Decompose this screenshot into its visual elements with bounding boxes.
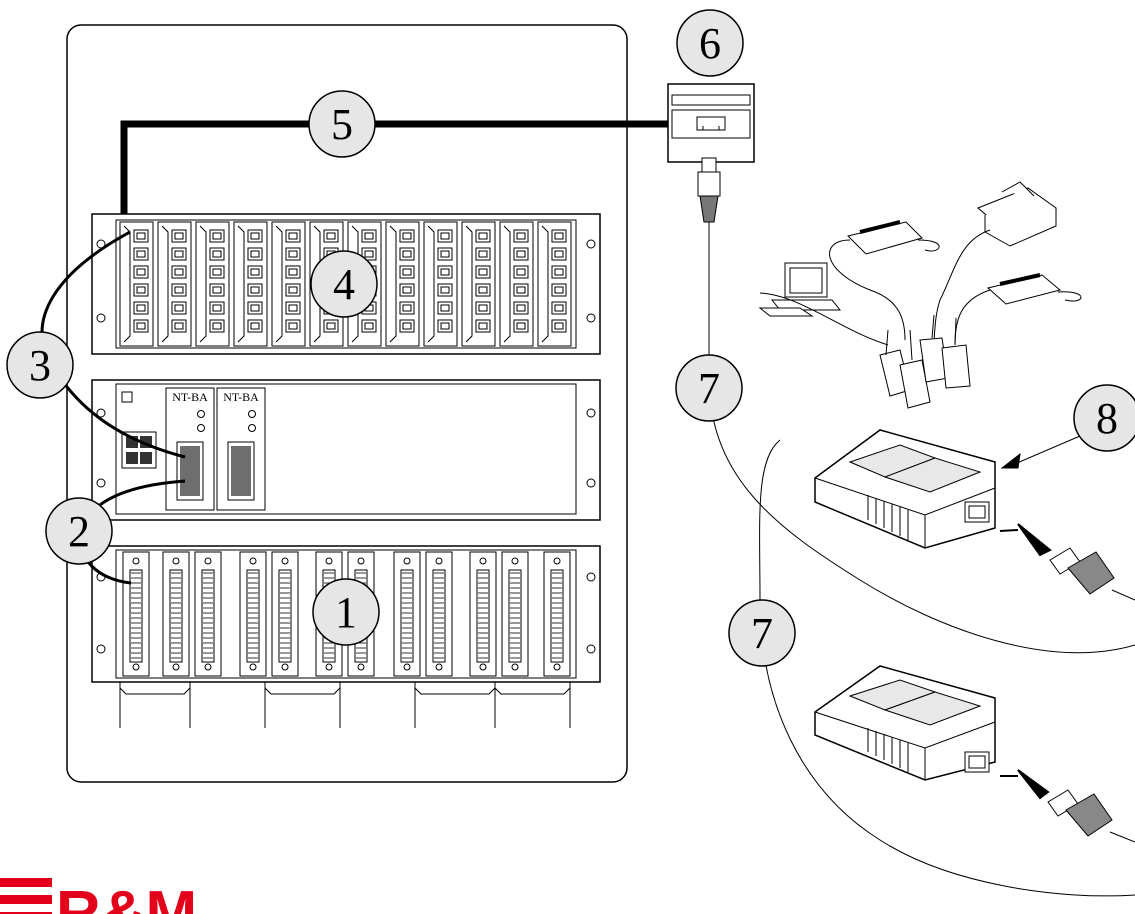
phone-icon bbox=[830, 222, 940, 340]
phone-icon-2 bbox=[955, 275, 1081, 345]
ntba-socket-block bbox=[122, 432, 156, 468]
cable-7 bbox=[709, 222, 1135, 653]
patch-module bbox=[424, 222, 457, 346]
callout-6: 6 bbox=[677, 10, 743, 76]
arrow-upper bbox=[1000, 524, 1050, 555]
ntba-module-1: NT-BA bbox=[166, 388, 214, 510]
arrow-lower bbox=[1000, 770, 1048, 798]
patch-module bbox=[158, 222, 191, 346]
adapter-lower bbox=[815, 666, 995, 780]
callout-label: 2 bbox=[68, 507, 90, 556]
lsa-module bbox=[240, 552, 266, 676]
ntba-rack: NT-BA NT-BA bbox=[92, 380, 600, 520]
pointer-8 bbox=[1010, 436, 1080, 466]
lsa-module bbox=[502, 552, 528, 676]
callout-label: 6 bbox=[699, 19, 721, 68]
patch-module bbox=[272, 222, 305, 346]
ntba-label-2: NT-BA bbox=[223, 390, 259, 404]
logo-text: R&M bbox=[56, 879, 197, 914]
callout-4: 4 bbox=[311, 251, 377, 317]
ntba-module-2: NT-BA bbox=[217, 388, 265, 510]
callout-label: 7 bbox=[751, 609, 773, 658]
callout-label: 5 bbox=[331, 100, 353, 149]
lsa-module bbox=[272, 552, 298, 676]
brand-logo: R&M bbox=[0, 878, 197, 914]
plug-upper bbox=[1050, 548, 1135, 600]
plug-lower bbox=[1048, 790, 1135, 842]
callout-2: 2 bbox=[46, 498, 112, 564]
lsa-module bbox=[544, 552, 570, 676]
ntba-label-1: NT-BA bbox=[172, 390, 208, 404]
callout-1: 1 bbox=[313, 579, 379, 645]
callout-5: 5 bbox=[309, 91, 375, 157]
adapter-upper bbox=[815, 430, 995, 548]
lsa-module bbox=[470, 552, 496, 676]
callout-label: 8 bbox=[1096, 394, 1118, 443]
patch-module bbox=[386, 222, 419, 346]
patch-module bbox=[120, 222, 153, 346]
patch-module bbox=[538, 222, 571, 346]
patch-module bbox=[462, 222, 495, 346]
fax-icon bbox=[934, 182, 1056, 340]
patch-module bbox=[196, 222, 229, 346]
patch-module bbox=[234, 222, 267, 346]
callout-8: 8 bbox=[1074, 385, 1135, 451]
lsa-module bbox=[123, 552, 149, 676]
wall-outlet bbox=[668, 84, 754, 222]
patch-module bbox=[500, 222, 533, 346]
callout-7b: 7 bbox=[729, 600, 795, 666]
callout-label: 3 bbox=[29, 341, 51, 390]
callout-label: 4 bbox=[333, 260, 355, 309]
callout-7a: 7 bbox=[676, 355, 742, 421]
callout-label: 1 bbox=[335, 588, 357, 637]
lsa-module bbox=[195, 552, 221, 676]
callout-3: 3 bbox=[7, 332, 73, 398]
lsa-module bbox=[426, 552, 452, 676]
callout-label: 7 bbox=[698, 364, 720, 413]
computer-icon bbox=[760, 263, 888, 345]
lsa-module bbox=[163, 552, 189, 676]
lsa-module bbox=[394, 552, 420, 676]
